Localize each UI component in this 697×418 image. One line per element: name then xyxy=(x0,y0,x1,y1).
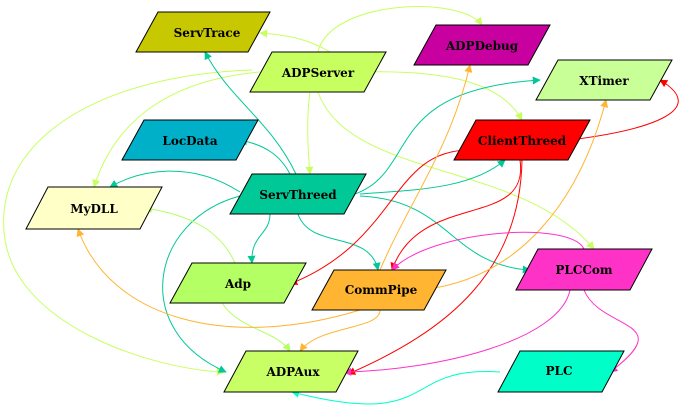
node-adpserver[interactable]: ADPServer xyxy=(249,51,387,93)
node-plccom[interactable]: PLCCom xyxy=(515,248,653,291)
node-servthreed-shape xyxy=(229,173,367,215)
node-servthreed-label: ServThreed xyxy=(259,188,337,202)
node-adpaux-label: ADPAux xyxy=(265,365,320,379)
edge-servthreed-to-clientthreed xyxy=(359,159,506,195)
edge-commpipe-to-adpdebug xyxy=(379,64,473,271)
node-xtimer[interactable]: XTimer xyxy=(535,59,673,101)
node-adpaux[interactable]: ADPAux xyxy=(223,350,359,393)
edge-clientthreed-to-adpaux xyxy=(347,159,523,375)
node-commpipe-shape xyxy=(311,269,447,311)
node-servtrace-shape xyxy=(135,11,271,53)
edge-adpserver-to-adpaux xyxy=(3,69,253,376)
node-locdata[interactable]: LocData xyxy=(121,119,259,161)
node-adp-label: Adp xyxy=(224,277,251,291)
edge-servthreed-to-mydll xyxy=(109,170,241,193)
edge-clientthreed-to-commpipe xyxy=(390,159,522,271)
edge-commpipe-to-adpaux xyxy=(299,309,381,352)
node-servtrace-label: ServTrace xyxy=(174,26,241,40)
node-locdata-label: LocData xyxy=(162,134,217,148)
node-plccom-label: PLCCom xyxy=(555,263,613,277)
edge-adp-to-adpaux xyxy=(221,302,291,352)
node-adpdebug-label: ADPDebug xyxy=(445,39,519,53)
node-xtimer-label: XTimer xyxy=(579,74,629,88)
edge-servthreed-to-xtimer xyxy=(354,76,541,195)
node-adpserver-label: ADPServer xyxy=(281,66,355,80)
edge-adpserver-to-clientthreed xyxy=(359,71,523,121)
node-adpserver-shape xyxy=(249,51,387,93)
edge-servthreed-to-servtrace xyxy=(204,51,297,175)
node-locdata-shape xyxy=(121,119,259,161)
edges-layer xyxy=(3,6,679,405)
node-servtrace[interactable]: ServTrace xyxy=(135,11,271,53)
node-mydll-label: MyDLL xyxy=(70,202,118,216)
nodes-layer: ServTrace ADPServer ADPDebug XTimer LocD… xyxy=(25,11,673,393)
edge-servthreed-to-locdata xyxy=(239,137,291,175)
node-adp[interactable]: Adp xyxy=(169,262,307,304)
node-adpdebug[interactable]: ADPDebug xyxy=(413,24,551,66)
node-clientthreed-label: ClientThreed xyxy=(478,134,567,148)
node-mydll[interactable]: MyDLL xyxy=(25,186,163,230)
node-commpipe[interactable]: CommPipe xyxy=(311,269,447,311)
edge-commpipe-to-xtimer xyxy=(419,99,609,291)
edge-plccom-to-plc xyxy=(583,289,639,373)
node-commpipe-label: CommPipe xyxy=(345,283,418,297)
edge-servthreed-to-plccom xyxy=(359,195,531,274)
edge-clientthreed-to-xtimer xyxy=(569,79,679,141)
node-adp-shape xyxy=(169,262,307,304)
edge-commpipe-to-mydll xyxy=(76,228,361,328)
node-adpaux-shape xyxy=(223,350,359,393)
edge-servthreed-to-adpaux xyxy=(162,195,241,373)
node-clientthreed-shape xyxy=(453,119,591,161)
node-clientthreed[interactable]: ClientThreed xyxy=(453,119,591,161)
node-plc-shape xyxy=(497,350,625,393)
edge-adpserver-to-mydll xyxy=(92,71,261,188)
edge-clientthreed-to-adp xyxy=(289,149,471,286)
edge-adpserver-to-adpdebug xyxy=(317,6,483,53)
edge-adpserver-to-servthreed xyxy=(305,91,314,175)
edge-servthreed-to-commpipe xyxy=(297,213,381,271)
edge-adp-to-mydll xyxy=(144,205,236,264)
node-adpdebug-shape xyxy=(413,24,551,66)
edge-plccom-to-commpipe xyxy=(391,231,585,271)
node-servthreed[interactable]: ServThreed xyxy=(229,173,367,215)
node-plc[interactable]: PLC xyxy=(497,350,625,393)
node-mydll-shape xyxy=(25,186,163,230)
edge-adpserver-to-plccom xyxy=(317,91,595,250)
edge-plc-to-adpaux xyxy=(291,370,501,405)
edge-adpserver-to-servtrace xyxy=(259,29,331,53)
edge-servthreed-to-adp xyxy=(247,213,271,264)
node-xtimer-shape xyxy=(535,59,673,101)
node-plc-label: PLC xyxy=(545,364,572,378)
node-plccom-shape xyxy=(515,248,653,291)
edge-plccom-to-adpaux xyxy=(343,289,571,376)
